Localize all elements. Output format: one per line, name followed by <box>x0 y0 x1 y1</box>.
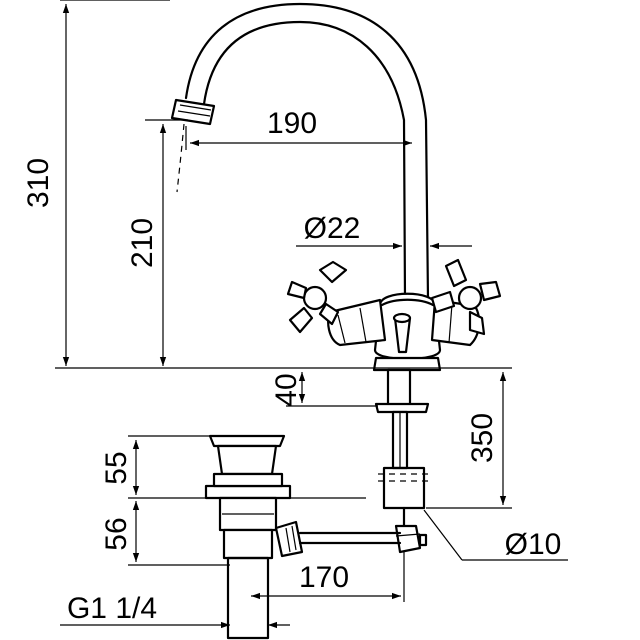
dimension-spout-height: 210 <box>126 119 188 366</box>
dimension-spout-reach: 190 <box>185 107 412 150</box>
label-waste-flange: 55 <box>100 451 133 484</box>
label-rod-diameter: Ø10 <box>505 528 562 561</box>
dimension-waste-body: 56 <box>100 501 230 566</box>
right-cross-handle <box>430 258 502 336</box>
label-spout-height: 210 <box>126 218 159 268</box>
dimension-body-to-deck: 40 <box>270 372 378 407</box>
label-pull-rod-length: 170 <box>299 561 349 594</box>
spout <box>170 2 430 302</box>
label-spout-reach: 190 <box>267 107 317 140</box>
dimension-waste-flange: 55 <box>100 435 366 499</box>
label-shank-length: 350 <box>466 413 499 463</box>
dimension-pull-rod-length: 170 <box>251 552 405 602</box>
dimension-rod-diameter: Ø10 <box>423 509 568 561</box>
label-waste-body: 56 <box>100 517 133 550</box>
tap-body <box>327 292 481 372</box>
dimension-total-height: 310 <box>22 0 170 366</box>
label-spout-diameter: Ø22 <box>304 212 361 245</box>
label-total-height: 310 <box>22 158 55 208</box>
shank-and-rod <box>374 368 432 554</box>
dimension-spout-diameter: Ø22 <box>296 212 472 250</box>
dimension-waste-thread: G1 1/4 <box>60 592 290 629</box>
label-waste-thread: G1 1/4 <box>67 592 157 625</box>
label-body-to-deck: 40 <box>270 373 303 406</box>
left-cross-handle <box>286 260 348 334</box>
dimension-shank-length: 350 <box>426 372 512 509</box>
